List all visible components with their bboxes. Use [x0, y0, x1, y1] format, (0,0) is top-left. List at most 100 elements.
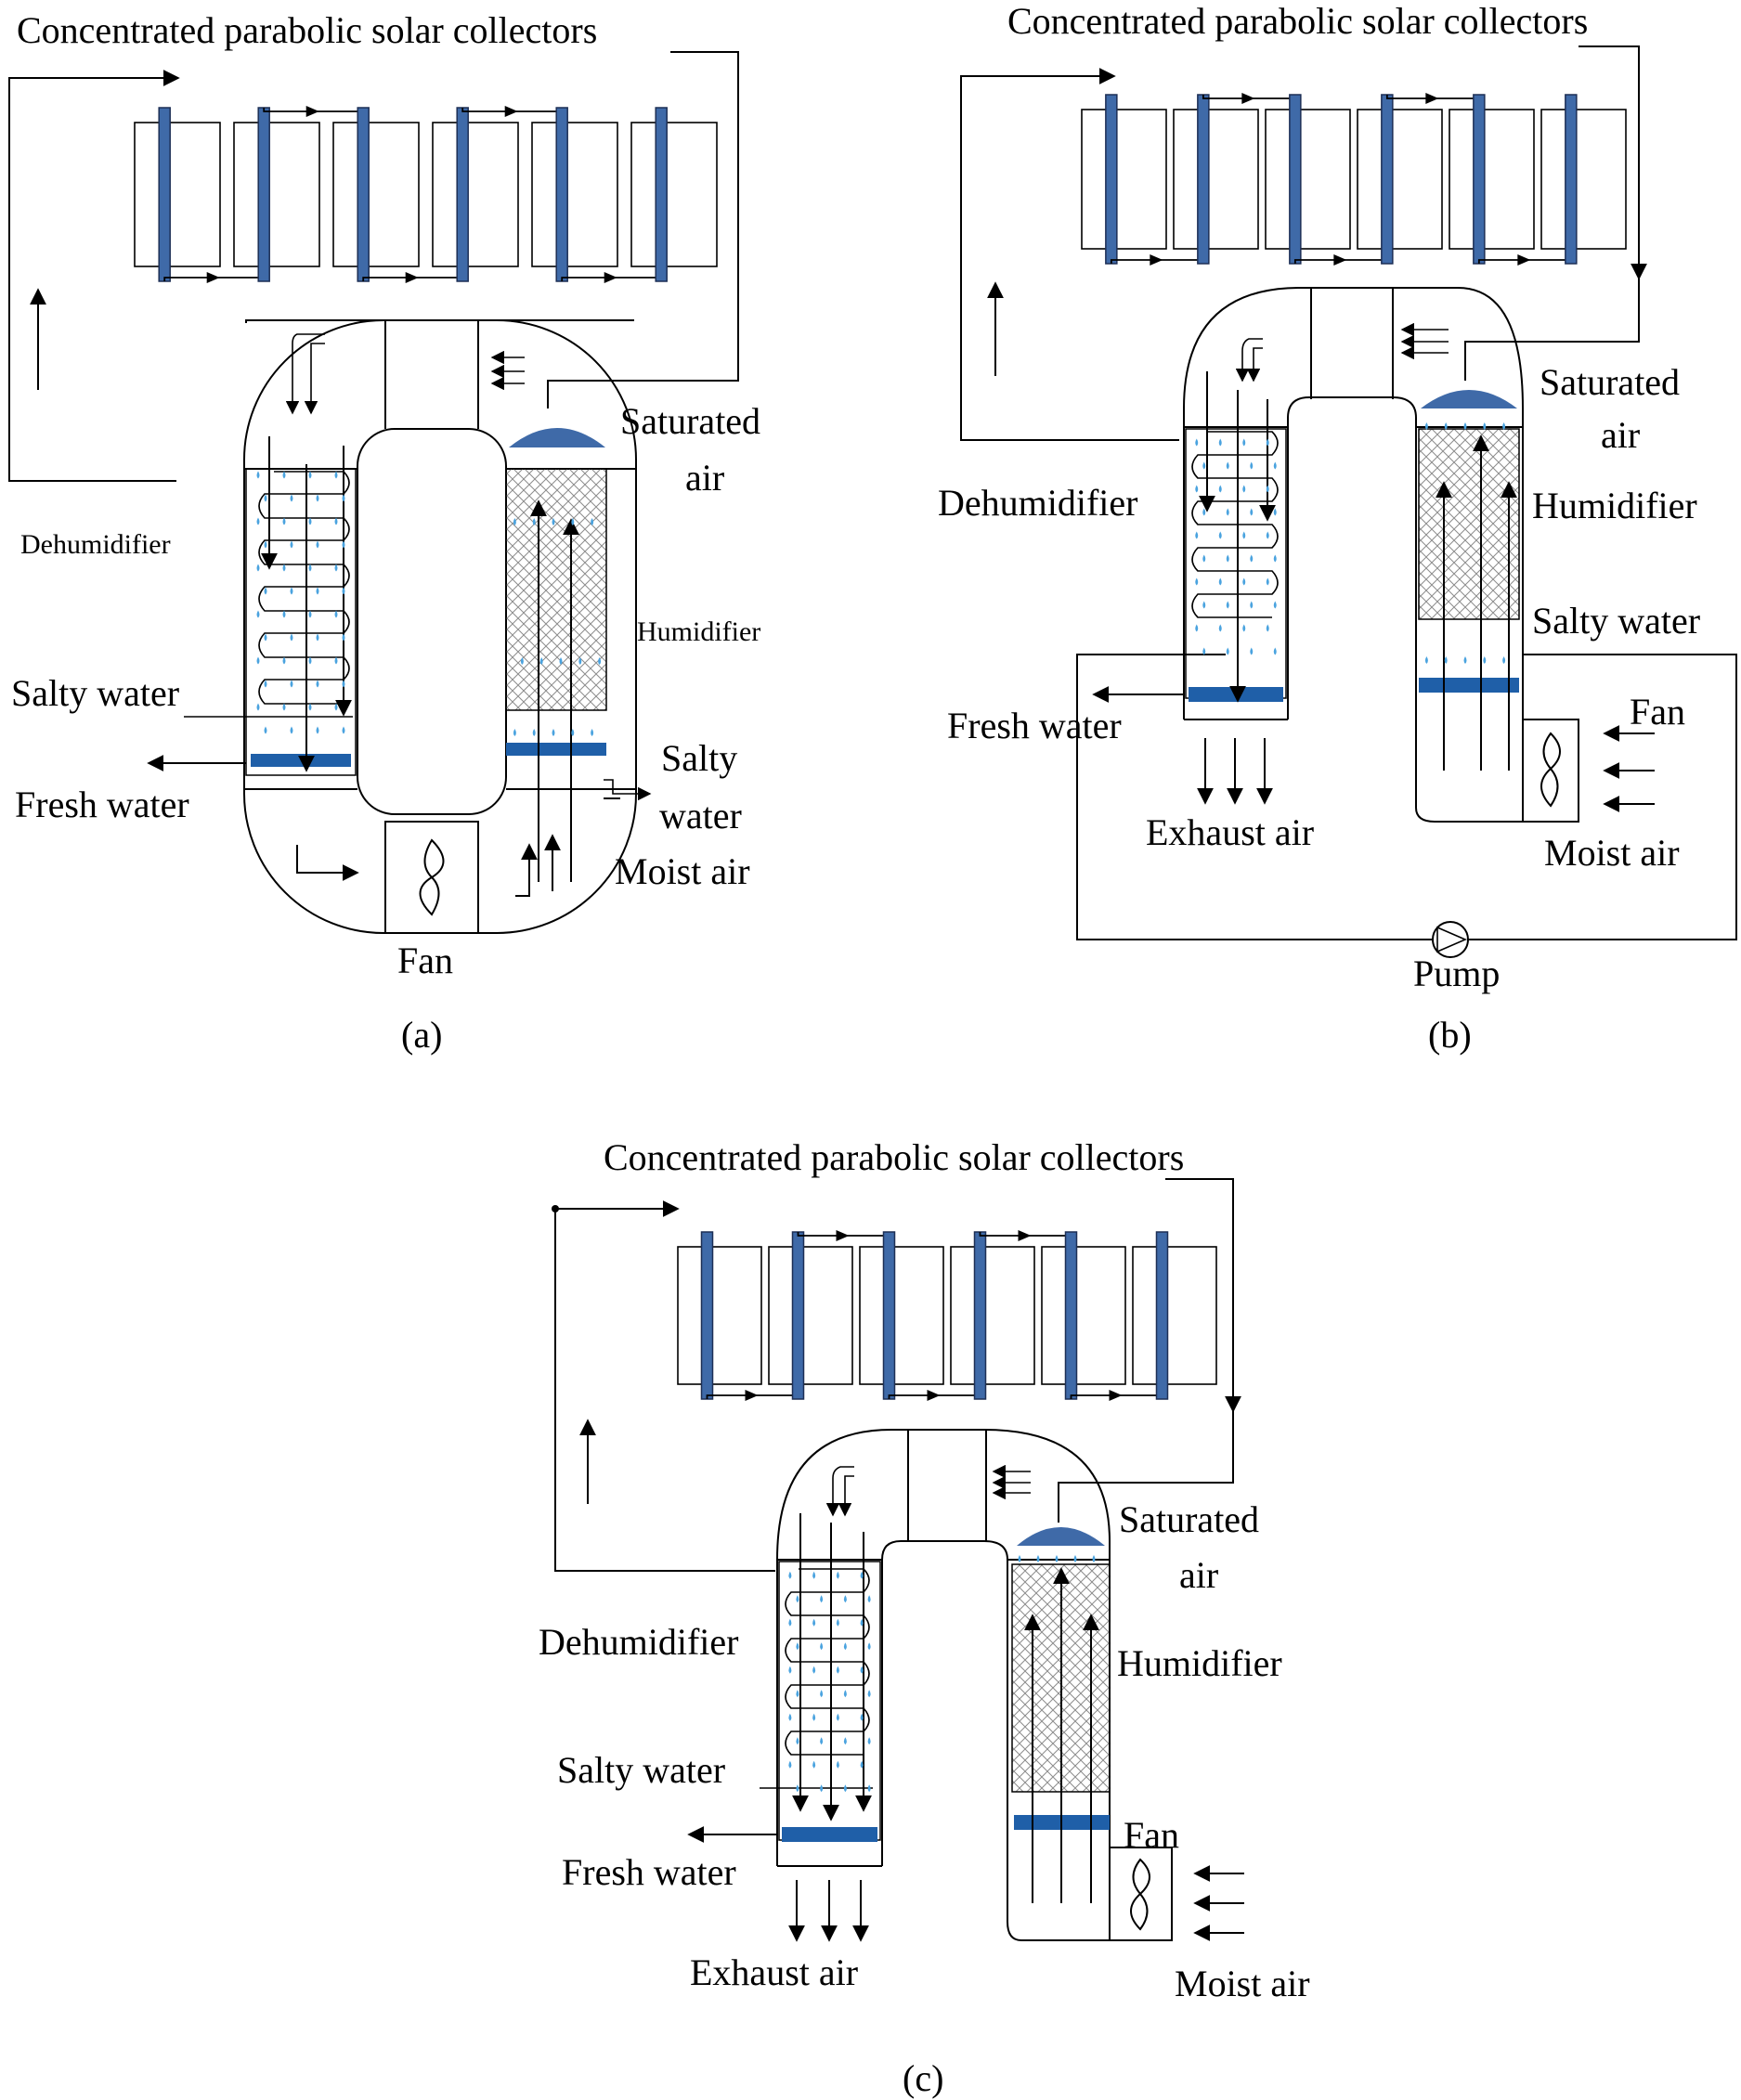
flow-arrow: [745, 1390, 759, 1401]
panel-b: Concentrated parabolic solar collectors …: [938, 0, 1737, 1056]
water-droplet: [1218, 485, 1222, 493]
collector-panel: [859, 1246, 944, 1385]
water-droplet: [836, 1618, 839, 1627]
caption-b: (b): [1428, 1014, 1472, 1056]
flow-arrow: [1150, 254, 1163, 266]
flow-arrow: [927, 1390, 941, 1401]
water-droplet: [812, 1666, 816, 1674]
flow-arrow: [1018, 1230, 1032, 1241]
water-droplet: [788, 1666, 792, 1674]
label-fresh-water-b: Fresh water: [947, 705, 1122, 746]
water-droplet: [1242, 577, 1246, 586]
collector-panel: [1449, 109, 1535, 250]
water-droplet: [290, 680, 293, 688]
water-droplet: [843, 1595, 847, 1603]
water-droplet: [836, 1666, 839, 1674]
water-droplet: [820, 1784, 824, 1793]
spray-head: [1421, 390, 1517, 408]
collector-panel: [1041, 1246, 1126, 1385]
water-droplet: [342, 587, 345, 595]
water-droplet: [1218, 438, 1222, 447]
caption-a: (a): [401, 1014, 442, 1056]
dehumidifier-unit: [1185, 428, 1287, 699]
label-salty-water-out-a-1: Salty: [661, 737, 737, 779]
water-droplet: [796, 1737, 799, 1745]
water-droplet: [836, 1571, 839, 1579]
collector-panel: [1173, 109, 1259, 250]
water-droplet: [264, 633, 267, 642]
water-droplet: [1250, 508, 1254, 516]
solar-collectors: [677, 1230, 1217, 1401]
water-droplet: [1242, 624, 1246, 632]
flow-arrow: [1425, 93, 1439, 104]
title-a: Concentrated parabolic solar collectors: [17, 9, 597, 51]
fan-icon: [384, 821, 479, 934]
solar-collectors: [134, 106, 718, 283]
humidifier-packing: [1418, 428, 1520, 620]
water-droplet: [1073, 1555, 1077, 1562]
water-droplet: [290, 587, 293, 595]
dehumidifier-unit: [778, 1561, 881, 1841]
flow-arrow: [206, 272, 220, 283]
water-droplet: [1266, 624, 1269, 632]
water-droplet: [1202, 508, 1206, 516]
humidifier-packing: [505, 468, 607, 711]
collector-panel: [1357, 109, 1443, 250]
water-droplet: [812, 1571, 816, 1579]
fan-icon: [1109, 1847, 1173, 1941]
water-droplet: [867, 1737, 871, 1745]
water-droplet: [264, 726, 267, 734]
water-droplet: [1226, 601, 1229, 609]
receiver-tube: [791, 1231, 805, 1400]
collector-panel: [1081, 109, 1167, 250]
label-fan-b: Fan: [1630, 691, 1685, 732]
label-moist-air-c: Moist air: [1175, 1963, 1310, 2004]
water-droplet: [256, 471, 260, 479]
label-salty-water-c: Salty water: [557, 1749, 725, 1791]
water-droplet: [1092, 1555, 1096, 1562]
water-droplet: [1202, 461, 1206, 470]
water-droplet: [812, 1760, 816, 1769]
fan-icon: [1522, 719, 1579, 823]
label-humidifier-a: Humidifier: [637, 616, 760, 647]
flow-arrow: [1333, 254, 1347, 266]
water-droplet: [1273, 461, 1277, 470]
water-droplet: [532, 729, 536, 736]
collector-panel: [531, 122, 618, 267]
water-droplet: [1055, 1555, 1059, 1562]
flow-arrow: [604, 272, 617, 283]
water-droplet: [264, 540, 267, 549]
water-droplet: [342, 680, 345, 688]
receiver-tube: [1289, 94, 1302, 265]
label-saturated-air-c-1: Saturated: [1119, 1498, 1259, 1540]
receiver-tube: [1381, 94, 1394, 265]
panel-c: Concentrated parabolic solar collectors …: [539, 1136, 1310, 2099]
receiver-tube: [158, 107, 171, 282]
title-b: Concentrated parabolic solar collectors: [1007, 0, 1588, 42]
water-droplet: [513, 729, 516, 736]
collector-panel: [768, 1246, 853, 1385]
water-droplet: [1195, 485, 1199, 493]
receiver-tube: [1105, 94, 1118, 265]
water-droplet: [342, 540, 345, 549]
water-droplet: [316, 540, 319, 549]
water-droplet: [820, 1737, 824, 1745]
water-droplet: [1226, 647, 1229, 655]
water-droplet: [1202, 554, 1206, 563]
water-droplet: [843, 1690, 847, 1698]
flow-arrow: [1517, 254, 1531, 266]
label-moist-air-a: Moist air: [615, 850, 750, 892]
water-droplet: [1195, 624, 1199, 632]
water-droplet: [1018, 1555, 1021, 1562]
receiver-tube: [1155, 1231, 1169, 1400]
water-droplet: [256, 656, 260, 665]
water-droplet: [256, 564, 260, 572]
water-droplet: [820, 1595, 824, 1603]
flow-arrow: [504, 106, 518, 117]
collector-panel: [1265, 109, 1351, 250]
water-droplet: [1195, 531, 1199, 539]
label-saturated-air-a-2: air: [685, 457, 724, 499]
receiver-tube: [1064, 1231, 1078, 1400]
label-exhaust-air-b: Exhaust air: [1146, 811, 1314, 853]
